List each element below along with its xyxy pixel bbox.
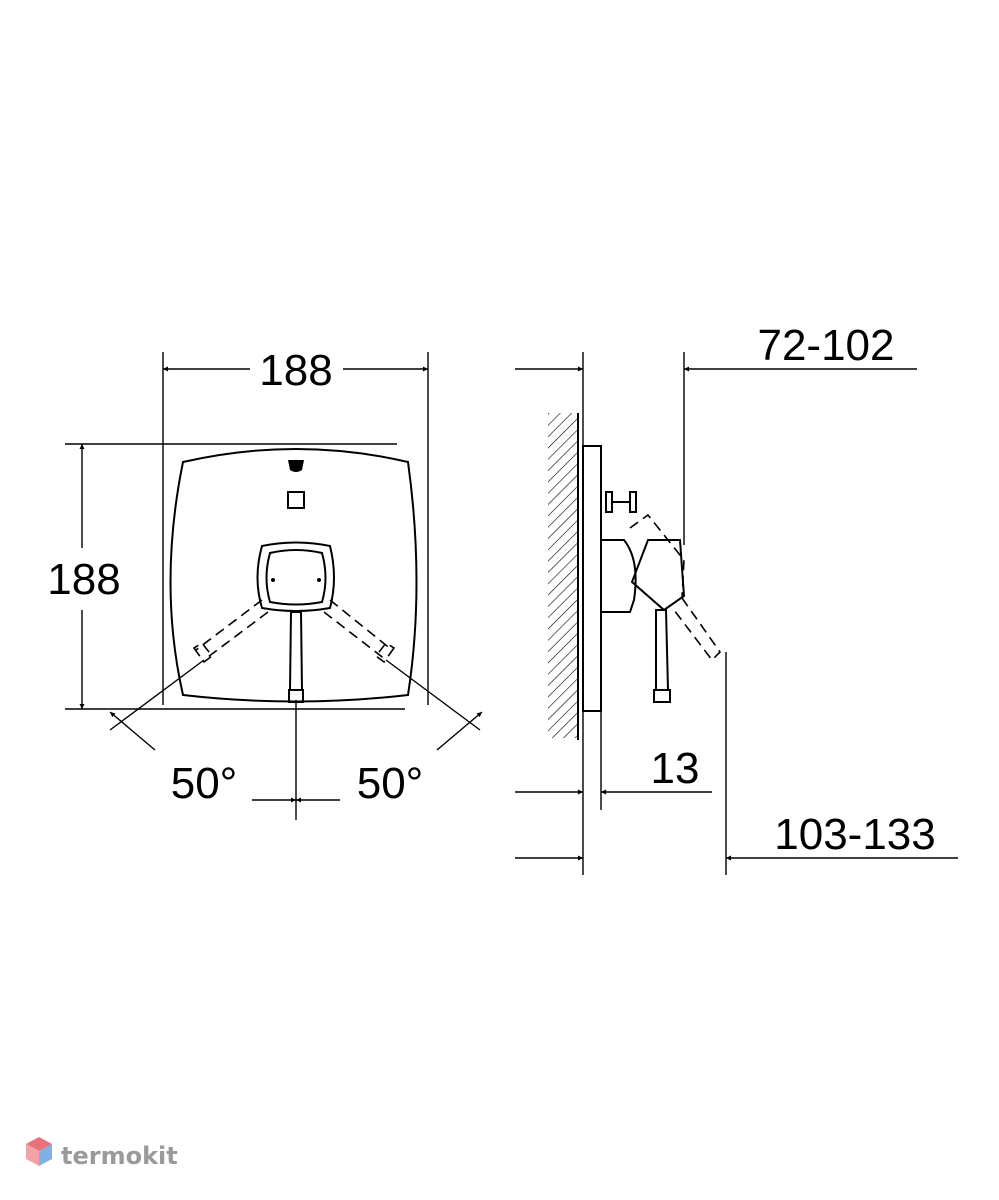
width-label: 188 [259, 346, 332, 395]
side-dimensions [515, 352, 958, 875]
front-dimensions [65, 352, 483, 820]
wall-hatch [548, 413, 578, 738]
side-view [548, 413, 722, 740]
termokit-logo-icon [26, 1137, 52, 1166]
angle-left-label: 50° [171, 759, 238, 808]
side-lever-rotated [629, 513, 722, 662]
side-plate [582, 445, 602, 712]
front-view [169, 448, 418, 703]
brand-logo-icon [288, 460, 304, 472]
lever-rotated-right [323, 599, 396, 664]
handle-hub [256, 541, 335, 612]
diverter-button [287, 491, 305, 509]
watermark: termokit [26, 1137, 178, 1170]
handle-hub-inner [265, 549, 327, 606]
valve-body [600, 539, 637, 613]
side-lever [630, 539, 686, 612]
watermark-text: termokit [61, 1142, 178, 1170]
height-label: 188 [47, 555, 120, 604]
reach-label: 72-102 [757, 321, 894, 370]
lever-handle [288, 611, 304, 691]
depth-label: 103-133 [774, 810, 935, 859]
angle-right-label: 50° [357, 759, 424, 808]
diverter-knob [605, 491, 637, 513]
cover-plate [169, 448, 418, 703]
lever-rotated-left [192, 599, 269, 664]
plate-thickness-label: 13 [651, 744, 700, 793]
